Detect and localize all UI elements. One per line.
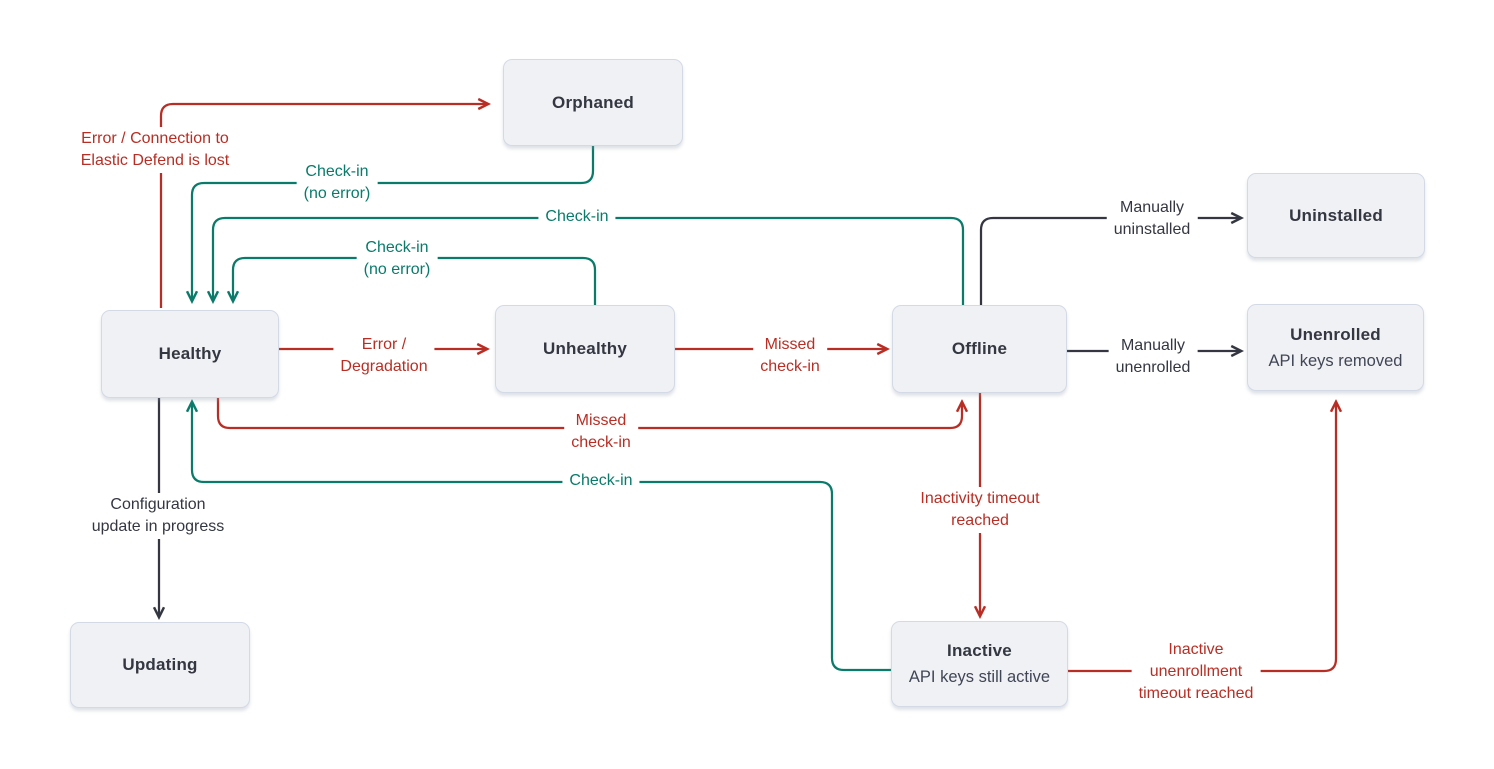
- label-checkin-no-error-orphaned: Check-in (no error): [296, 160, 378, 206]
- state-healthy: Healthy: [101, 310, 279, 398]
- state-inactive-sublabel: API keys still active: [908, 668, 1051, 686]
- edge-inactive-healthy: [192, 403, 891, 672]
- label-manually-unenrolled: Manually unenrolled: [1108, 334, 1198, 380]
- state-offline: Offline: [892, 305, 1067, 393]
- edge-offline-uninstalled: [979, 218, 1240, 305]
- state-inactive-label: Inactive: [947, 641, 1012, 660]
- label-inactive-unenrollment-timeout: Inactive unenrollment timeout reached: [1131, 638, 1261, 706]
- edge-orphaned-healthy: [192, 146, 595, 300]
- state-unenrolled-sublabel: API keys removed: [1268, 351, 1403, 370]
- label-manually-uninstalled: Manually uninstalled: [1106, 196, 1198, 242]
- edge-inactive-unenrolled: [1068, 403, 1336, 673]
- state-orphaned-label: Orphaned: [552, 92, 634, 112]
- state-updating: Updating: [70, 622, 250, 708]
- label-checkin-offline: Check-in: [538, 205, 616, 229]
- state-inactive: Inactive API keys still active: [891, 621, 1068, 707]
- state-orphaned: Orphaned: [503, 59, 683, 146]
- label-inactivity-timeout: Inactivity timeout reached: [913, 487, 1047, 533]
- label-checkin-no-error-unhealthy: Check-in (no error): [356, 236, 438, 282]
- label-error-degradation: Error / Degradation: [333, 333, 435, 379]
- state-healthy-label: Healthy: [158, 344, 222, 363]
- state-offline-label: Offline: [951, 339, 1008, 358]
- label-missed-checkin-unhealthy: Missed check-in: [753, 333, 827, 379]
- label-missed-checkin-healthy: Missed check-in: [564, 409, 638, 455]
- edge-offline-healthy: [213, 216, 965, 305]
- state-updating-label: Updating: [122, 655, 198, 674]
- state-uninstalled-label: Uninstalled: [1289, 205, 1383, 225]
- state-unhealthy-label: Unhealthy: [543, 339, 627, 358]
- state-unenrolled-label: Unenrolled: [1290, 324, 1381, 344]
- state-unhealthy: Unhealthy: [495, 305, 675, 393]
- label-configuration-update: Configuration update in progress: [84, 493, 232, 539]
- edge-healthy-orphaned: [159, 104, 487, 308]
- state-unenrolled: Unenrolled API keys removed: [1247, 304, 1424, 391]
- state-uninstalled: Uninstalled: [1247, 173, 1425, 258]
- label-error-connection-lost: Error / Connection to Elastic Defend is …: [73, 127, 237, 173]
- label-checkin-inactive: Check-in: [562, 469, 640, 493]
